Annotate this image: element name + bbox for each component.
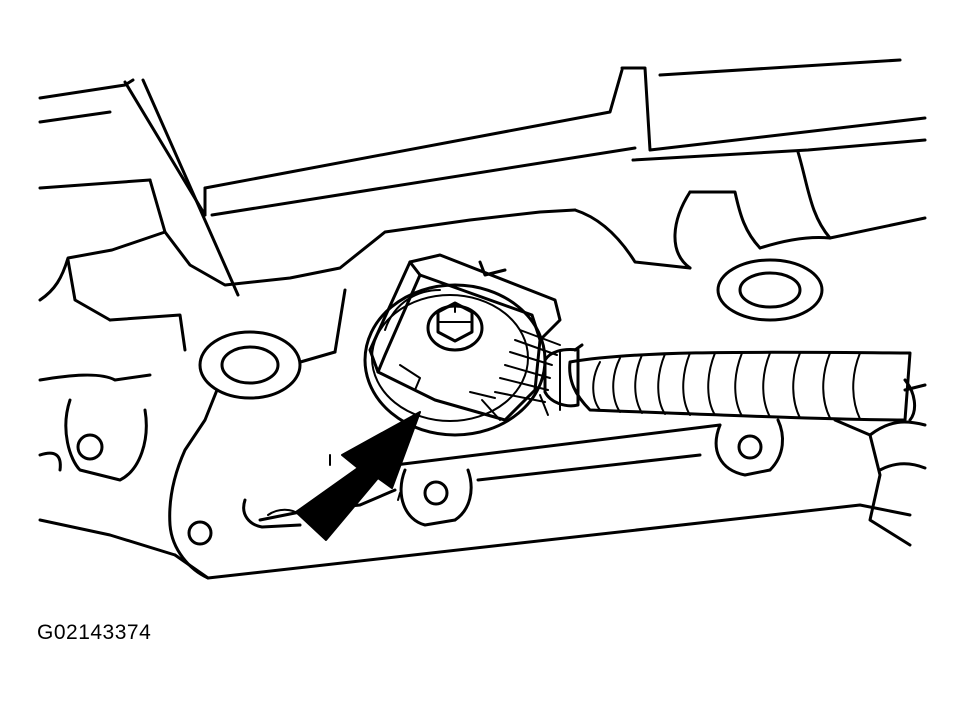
arrow-pointer-icon	[295, 411, 421, 541]
wire-harness	[543, 343, 917, 422]
detail-marks	[329, 454, 401, 501]
figure-code: G02143374	[37, 621, 152, 644]
upper-housing	[38, 58, 927, 297]
sensor-connector	[368, 253, 562, 422]
mounting-bosses	[76, 258, 824, 546]
casting-body	[38, 150, 927, 580]
